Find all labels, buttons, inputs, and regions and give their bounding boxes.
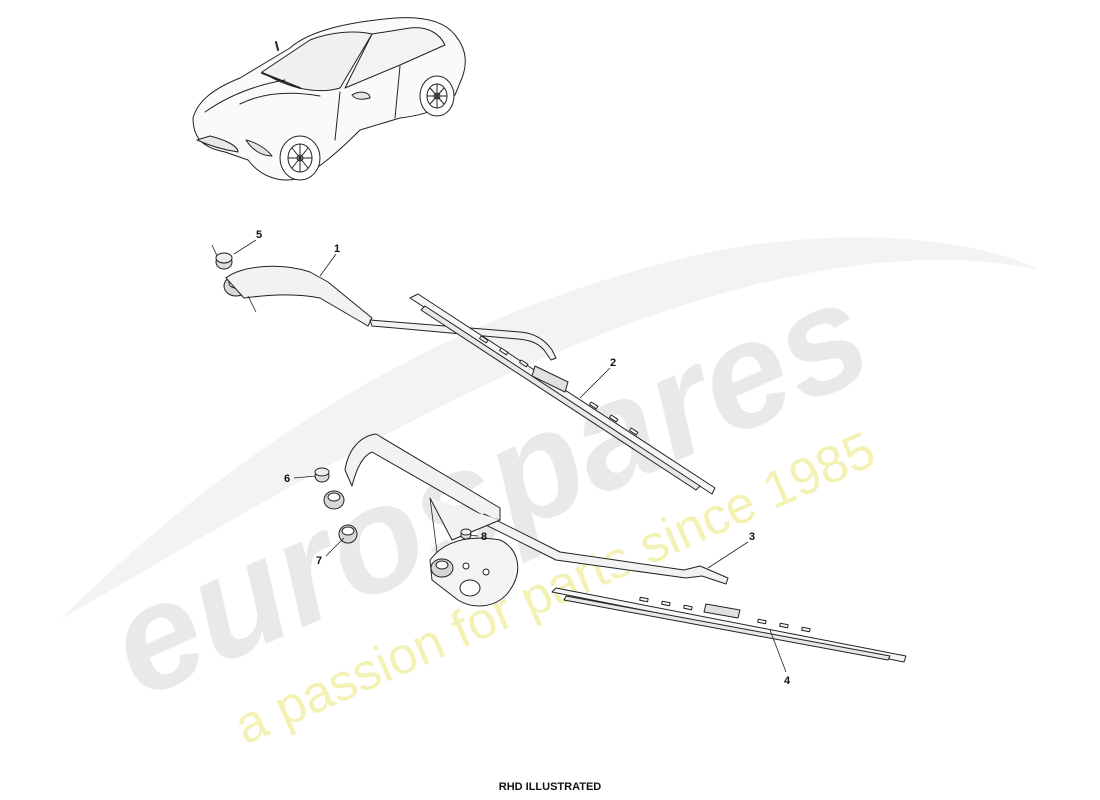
blade-4-slots <box>639 596 811 633</box>
part-3-wiper-arm-lower <box>344 433 729 585</box>
part-8-nut <box>460 528 472 540</box>
blade-2-slots <box>479 335 639 436</box>
part-6-nut <box>314 467 345 510</box>
callout-6: 6 <box>284 473 290 485</box>
leader-7 <box>325 537 345 557</box>
leader-1 <box>319 253 337 277</box>
callout-2: 2 <box>610 357 616 369</box>
leader-5 <box>233 239 257 255</box>
callout-7: 7 <box>316 555 322 567</box>
pivot-plate <box>429 537 519 607</box>
callout-3: 3 <box>749 531 755 543</box>
watermark-swoosh <box>60 237 1040 620</box>
callouts: 1 2 3 4 5 6 7 8 <box>256 229 791 687</box>
car-illustration <box>192 17 466 181</box>
callout-8: 8 <box>481 531 487 543</box>
watermark: eurospares a passion for parts since 198… <box>60 237 1040 756</box>
leader-8 <box>469 534 479 537</box>
part-4-wiper-blade-lower <box>551 587 907 663</box>
callout-4: 4 <box>784 675 791 687</box>
part-5-nut <box>211 244 233 270</box>
leader-lines <box>233 239 787 673</box>
leader-3 <box>707 541 749 569</box>
leader-6 <box>293 475 317 479</box>
leader-2 <box>579 367 611 399</box>
callout-1: 1 <box>334 243 340 255</box>
footer-caption: RHD ILLUSTRATED <box>498 781 602 793</box>
callout-5: 5 <box>256 229 262 241</box>
leader-4 <box>769 629 787 673</box>
part-2-wiper-blade-upper <box>409 293 716 495</box>
